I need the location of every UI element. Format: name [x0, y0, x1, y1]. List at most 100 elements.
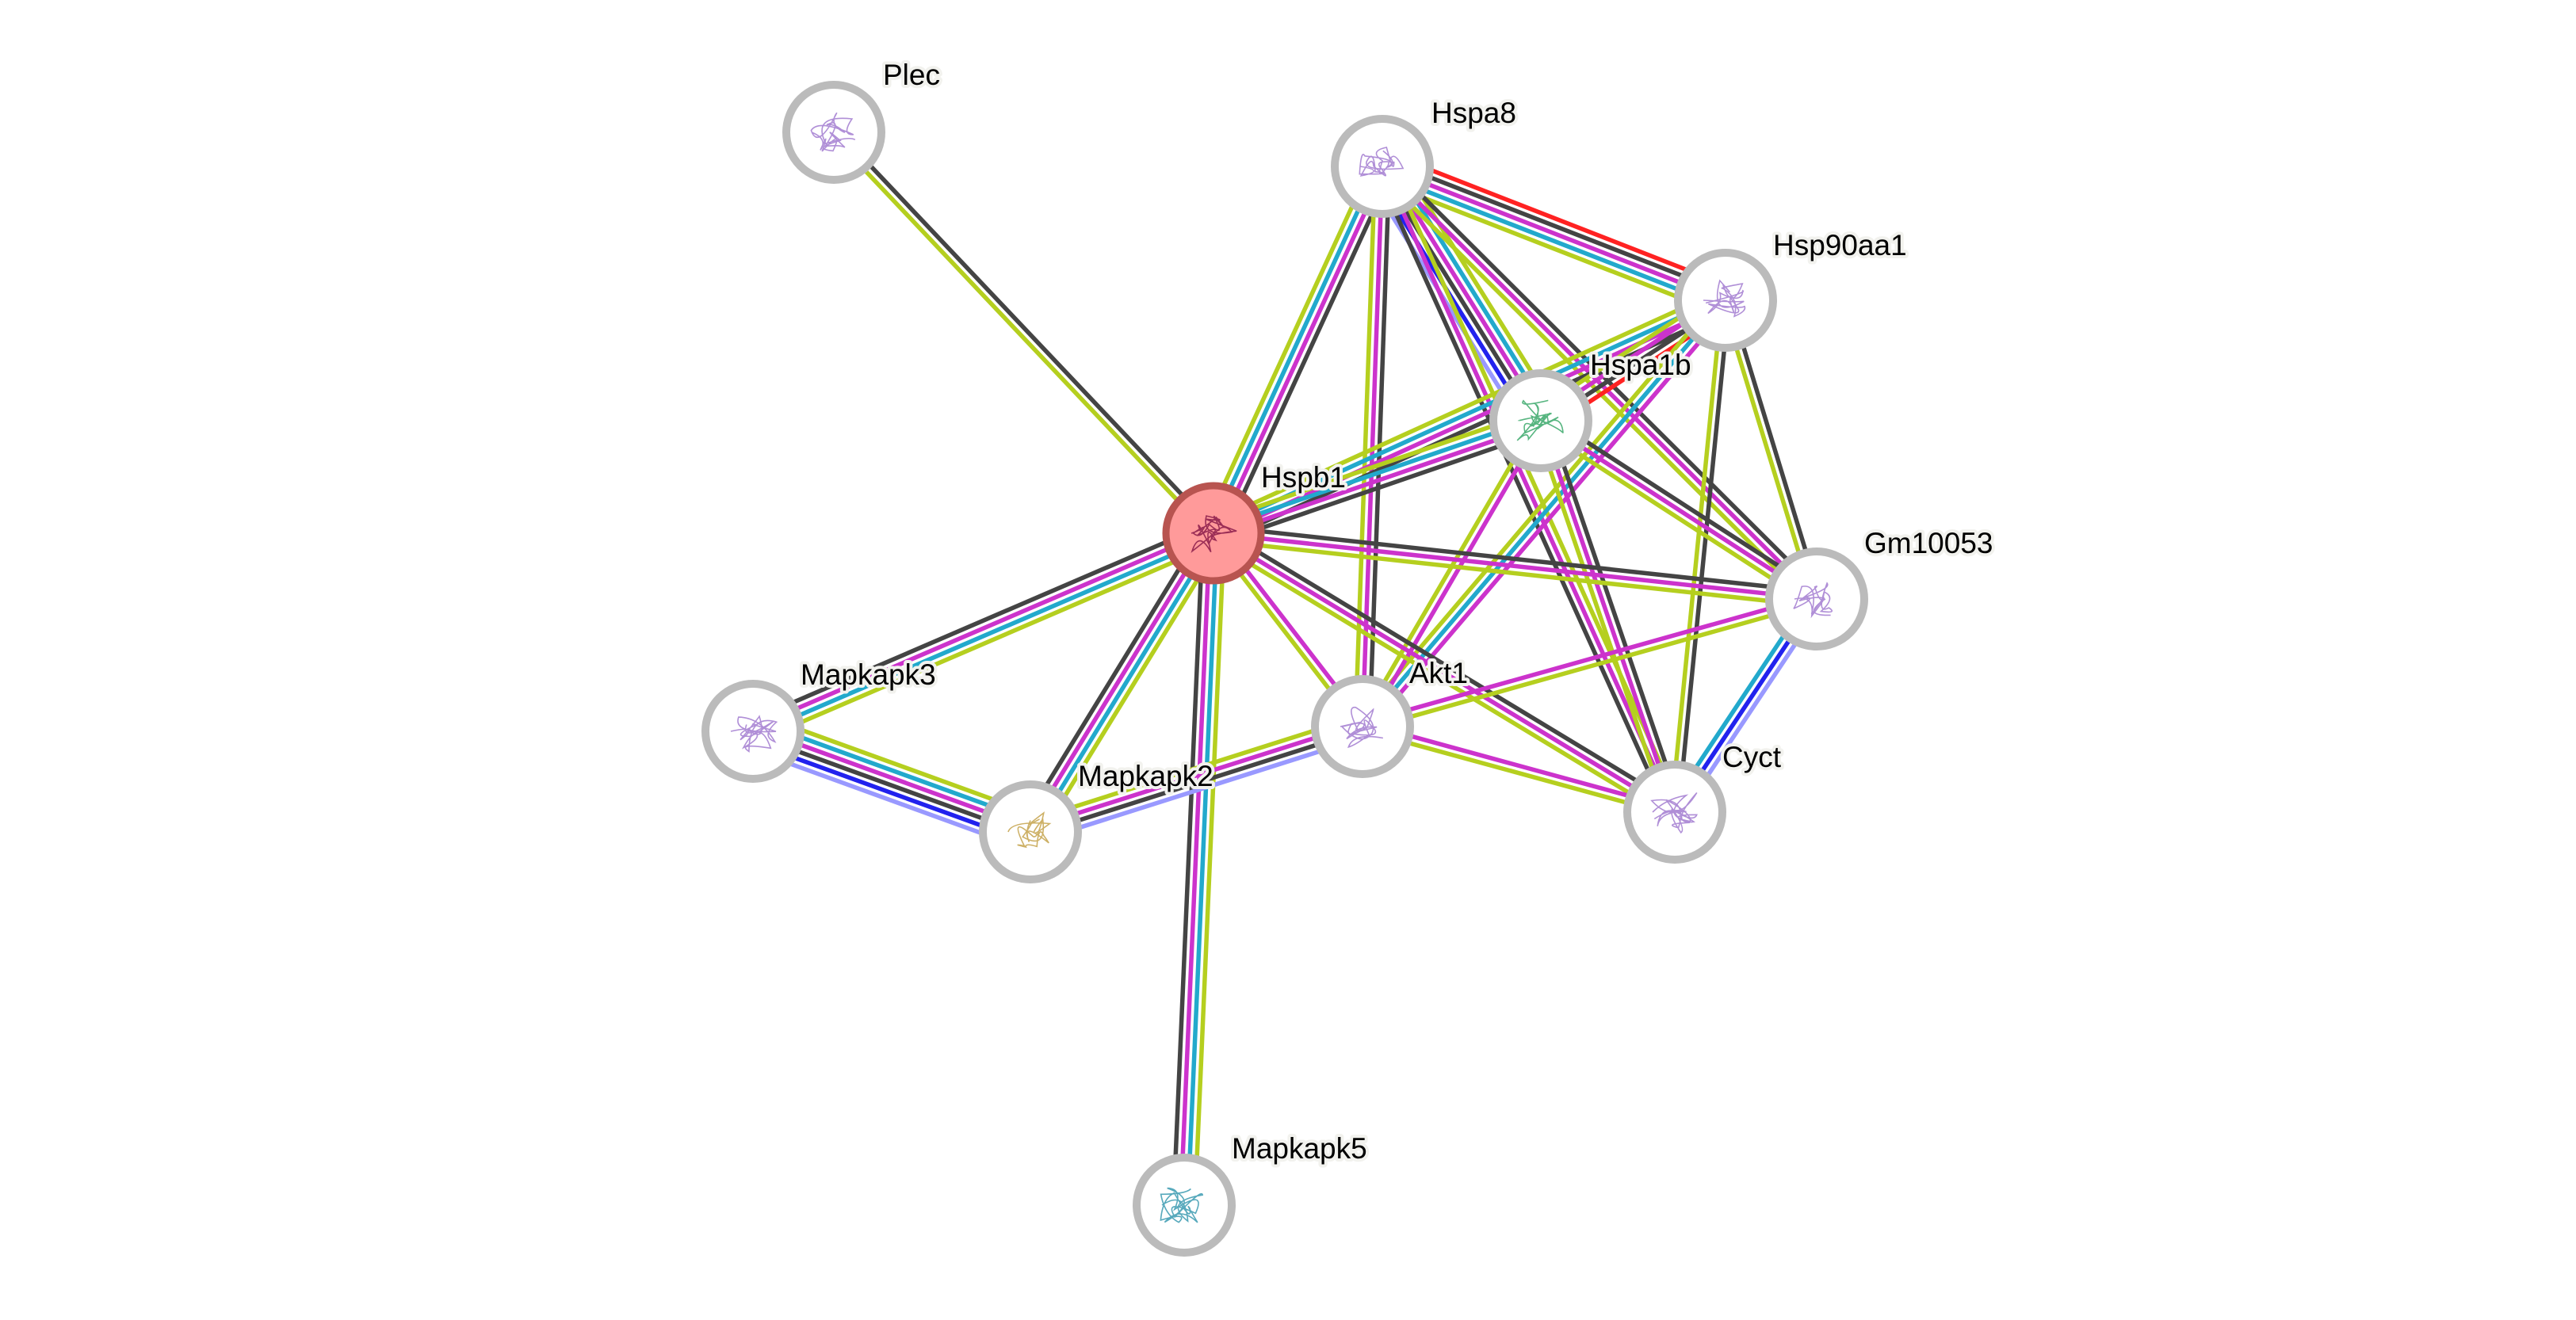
- edge-strand-textmining: [1720, 300, 1816, 601]
- edge-strand-coexpression: [1543, 413, 1822, 595]
- edge-strand-experiments: [1380, 165, 1677, 814]
- protein-structure-icon: [1359, 147, 1405, 177]
- edge-strand-fusion: [1386, 151, 1732, 289]
- edge-strand-textmining: [1353, 166, 1378, 727]
- edge-strand-textmining: [1209, 408, 1538, 525]
- edge-hspa1b-gm10053[interactable]: [1535, 413, 1822, 607]
- edge-strand-experiments: [1382, 164, 1726, 303]
- edge-mapkapk2-akt1[interactable]: [1026, 714, 1366, 845]
- node-hspb1[interactable]: [1162, 482, 1265, 585]
- node-gm10053[interactable]: [1765, 547, 1868, 650]
- node-label: Hspb1: [1261, 461, 1346, 494]
- node-hspa8[interactable]: [1331, 115, 1434, 218]
- edge-strand-database: [1211, 415, 1541, 532]
- edge-strand-experiments: [751, 528, 1213, 731]
- edge-strand-experiments: [1539, 418, 1818, 601]
- edge-hsp90aa1-cyct[interactable]: [1668, 299, 1732, 813]
- node-mapkapk5[interactable]: [1133, 1154, 1236, 1257]
- node-label: Cyct: [1722, 741, 1782, 773]
- edge-strand-coexpression: [1385, 159, 1824, 596]
- edge-strand-textmining: [1026, 714, 1360, 824]
- edge-hspa1b-akt1[interactable]: [1357, 418, 1546, 730]
- protein-structure-icon: [1516, 399, 1564, 441]
- protein-structure-icon: [1160, 1187, 1204, 1223]
- edge-strand-experiments: [1361, 593, 1817, 726]
- edge-strand-textmining: [1038, 537, 1225, 839]
- node-label: Gm10053: [1864, 527, 1993, 559]
- edge-hspb1-gm10053[interactable]: [1212, 524, 1818, 608]
- node-mapkapk2[interactable]: [979, 780, 1082, 883]
- edge-strand-coexpression: [1726, 298, 1822, 599]
- edge-hspa1b-hspb1[interactable]: [1209, 408, 1546, 546]
- protein-structure-icon: [1007, 811, 1052, 849]
- edge-hsp90aa1-gm10053[interactable]: [1720, 298, 1822, 601]
- edge-hspb1-mapkapk2[interactable]: [1019, 526, 1225, 839]
- edge-hspb1-mapkapk5[interactable]: [1171, 532, 1227, 1206]
- edge-strand-experiments: [1212, 531, 1676, 815]
- edge-hspa1b-cyct[interactable]: [1531, 418, 1684, 815]
- protein-structure-icon: [730, 715, 778, 753]
- edge-strand-database: [1360, 299, 1728, 728]
- edge-strand-textmining: [1531, 422, 1671, 815]
- edge-hspb1-mapkapk3[interactable]: [747, 521, 1219, 743]
- node-hspa1b[interactable]: [1489, 369, 1592, 472]
- protein-structure-icon: [1793, 582, 1833, 619]
- edge-strand-experiments: [1214, 166, 1388, 536]
- edge-strand-experiments: [1538, 420, 1677, 813]
- node-label: Hspa8: [1431, 97, 1516, 129]
- edge-strand-coexpression: [1216, 429, 1546, 546]
- edge-strand-coexpression: [1384, 158, 1729, 296]
- edge-akt1-cyct[interactable]: [1361, 721, 1676, 818]
- edge-akt1-gm10053[interactable]: [1361, 593, 1818, 732]
- node-mapkapk3[interactable]: [701, 680, 805, 783]
- edge-strand-coexpression: [1171, 532, 1206, 1205]
- edge-strand-textmining: [758, 712, 1038, 818]
- edge-strand-experiments: [1213, 422, 1543, 539]
- edge-hspa8-hspb1[interactable]: [1202, 161, 1394, 539]
- edge-hsp90aa1-akt1[interactable]: [1355, 294, 1733, 733]
- edge-strand-coexpression: [1213, 524, 1818, 594]
- edge-strand-experiments: [1366, 303, 1733, 733]
- edge-strand-textmining: [1355, 294, 1722, 723]
- protein-structure-icon: [1703, 279, 1746, 318]
- node-label: Plec: [883, 59, 940, 91]
- edge-hspa8-cyct[interactable]: [1374, 162, 1684, 816]
- node-cyct[interactable]: [1623, 761, 1726, 864]
- edge-strand-textmining: [1202, 161, 1375, 530]
- node-plec[interactable]: [782, 81, 885, 184]
- edge-strand-coexpression: [1221, 170, 1394, 539]
- node-label: Mapkapk5: [1232, 1132, 1367, 1165]
- node-circle: [1311, 675, 1414, 778]
- edge-strand-database: [1031, 533, 1219, 835]
- edge-strand-textmining: [1376, 177, 1722, 316]
- edge-strand-coexpression: [1019, 526, 1206, 828]
- edge-strand-experiments: [1028, 721, 1363, 831]
- protein-structure-icon: [1340, 706, 1384, 749]
- edge-plec-hspb1[interactable]: [829, 128, 1218, 537]
- edge-strand-database: [1185, 533, 1220, 1206]
- edge-strand-textmining: [1208, 288, 1722, 526]
- node-label: Hspa1b: [1590, 349, 1691, 381]
- edge-strand-database: [753, 534, 1216, 737]
- edge-strand-textmining: [1535, 425, 1814, 607]
- edge-strand-database: [1378, 170, 1724, 309]
- edge-hspb1-cyct[interactable]: [1208, 525, 1680, 821]
- labels-layer: PlecHspa8Hsp90aa1Hspa1bHspb1Gm10053Mapka…: [797, 55, 1997, 1168]
- edge-strand-experiments: [1213, 531, 1817, 601]
- node-circle: [782, 81, 885, 184]
- edge-strand-coexpression: [1545, 418, 1684, 811]
- node-hsp90aa1[interactable]: [1674, 249, 1777, 352]
- node-circle: [1331, 115, 1434, 218]
- node-label: Mapkapk3: [801, 658, 936, 691]
- protein-structure-icon: [810, 112, 856, 152]
- edge-strand-coexpression: [835, 128, 1218, 532]
- edge-strand-textmining: [1208, 537, 1672, 821]
- edge-strand-experiments: [1025, 530, 1213, 832]
- edge-hspa8-hsp90aa1[interactable]: [1376, 151, 1732, 316]
- edge-strand-textmining: [1212, 538, 1817, 608]
- edge-strand-textmining: [1361, 727, 1675, 818]
- edge-strand-textmining: [829, 133, 1213, 537]
- protein-structure-icon: [1191, 515, 1237, 553]
- node-akt1[interactable]: [1311, 675, 1414, 778]
